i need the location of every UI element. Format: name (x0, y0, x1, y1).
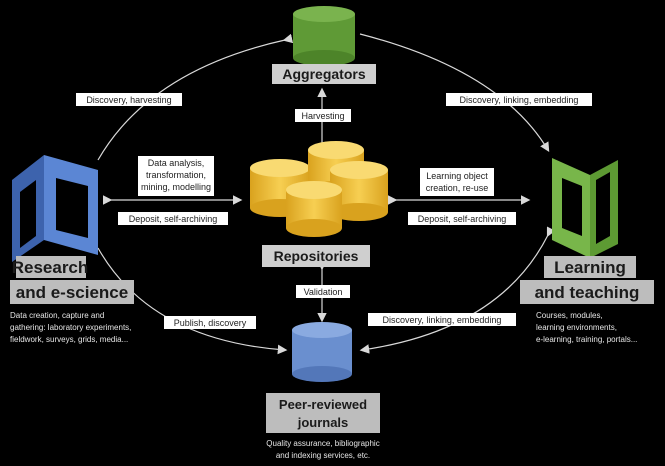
arrow-journals-learning (359, 226, 556, 354)
learning-desc-3: e-learning, training, portals... (536, 335, 637, 344)
label-discovery-harvesting: Discovery, harvesting (86, 95, 171, 105)
research-desc-2: gathering: laboratory experiments, (10, 323, 131, 332)
label-learning-object-1: Learning object (426, 171, 488, 181)
learning-label-line1: Learning (554, 258, 626, 277)
research-node: Research and e-science (10, 155, 134, 304)
edge-labels: Discovery, harvesting Discovery, linking… (76, 93, 592, 329)
repositories-node: Repositories (250, 141, 388, 267)
label-deposit-left: Deposit, self-archiving (129, 214, 218, 224)
label-data-analysis-2: transformation, (146, 170, 206, 180)
journals-node: Peer-reviewed journals (266, 322, 380, 433)
arrow-aggregators-research (97, 33, 294, 161)
label-discovery-linking-embedding: Discovery, linking, embedding (460, 95, 579, 105)
arrow-aggregators-learning (359, 33, 550, 153)
label-validation: Validation (304, 287, 343, 297)
research-label-line2: and e-science (16, 283, 128, 302)
label-data-analysis-3: mining, modelling (141, 182, 211, 192)
journals-desc-2: and indexing services, etc. (276, 451, 370, 460)
journals-desc-1: Quality assurance, bibliographic (266, 439, 379, 448)
learning-desc-1: Courses, modules, (536, 311, 603, 320)
journals-label-line1: Peer-reviewed (279, 397, 367, 412)
label-deposit-right: Deposit, self-archiving (418, 214, 507, 224)
learning-node: Learning and teaching (520, 158, 654, 304)
aggregators-node: Aggregators (272, 6, 376, 84)
research-label-line1: Research (12, 258, 89, 277)
label-harvesting: Harvesting (301, 111, 344, 121)
aggregators-label: Aggregators (282, 66, 365, 82)
research-desc-3: fieldwork, surveys, grids, media... (10, 335, 128, 344)
label-data-analysis-1: Data analysis, (148, 158, 205, 168)
label-publish-discovery: Publish, discovery (174, 318, 247, 328)
label-learning-object-2: creation, re-use (426, 183, 489, 193)
learning-label-line2: and teaching (535, 283, 640, 302)
journals-label-line2: journals (297, 415, 349, 430)
research-desc-1: Data creation, capture and (10, 311, 104, 320)
repositories-label: Repositories (274, 248, 359, 264)
descriptions: Data creation, capture and gathering: la… (10, 311, 637, 460)
learning-desc-2: learning environments, (536, 323, 617, 332)
label-discovery-linking-embedding-lower: Discovery, linking, embedding (383, 315, 502, 325)
